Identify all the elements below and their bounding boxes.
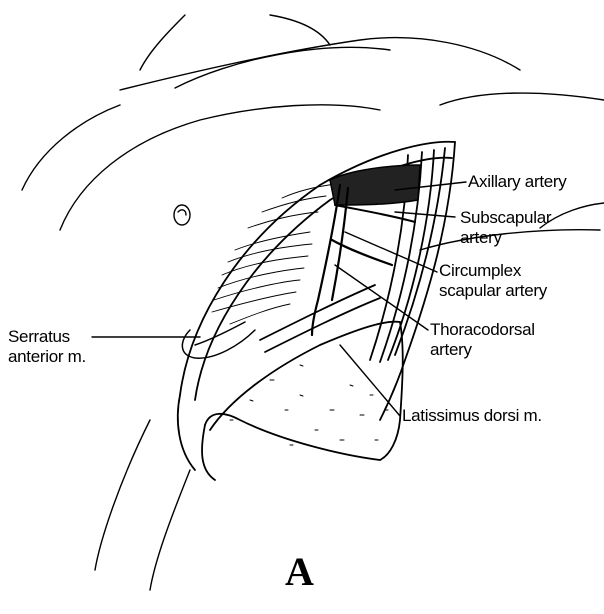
label-thoracodorsal-line1: Thoracodorsal <box>430 320 535 340</box>
label-thoracodorsal-line2: artery <box>430 340 472 360</box>
label-circumflex-line2: scapular artery <box>439 281 547 301</box>
stipple <box>230 365 388 445</box>
label-subscapular-artery-line2: artery <box>460 228 502 248</box>
label-latissimus: Latissimus dorsi m. <box>402 406 542 426</box>
label-serratus-line1: Serratus <box>8 327 70 347</box>
label-circumflex-line1: Circumplex <box>439 261 521 281</box>
label-subscapular-artery-line1: Subscapular <box>460 208 551 228</box>
label-axillary-artery: Axillary artery <box>468 172 566 192</box>
label-serratus-line2: anterior m. <box>8 347 86 367</box>
body-outline <box>22 15 604 590</box>
panel-letter: A <box>285 548 314 595</box>
nipple <box>174 205 190 225</box>
